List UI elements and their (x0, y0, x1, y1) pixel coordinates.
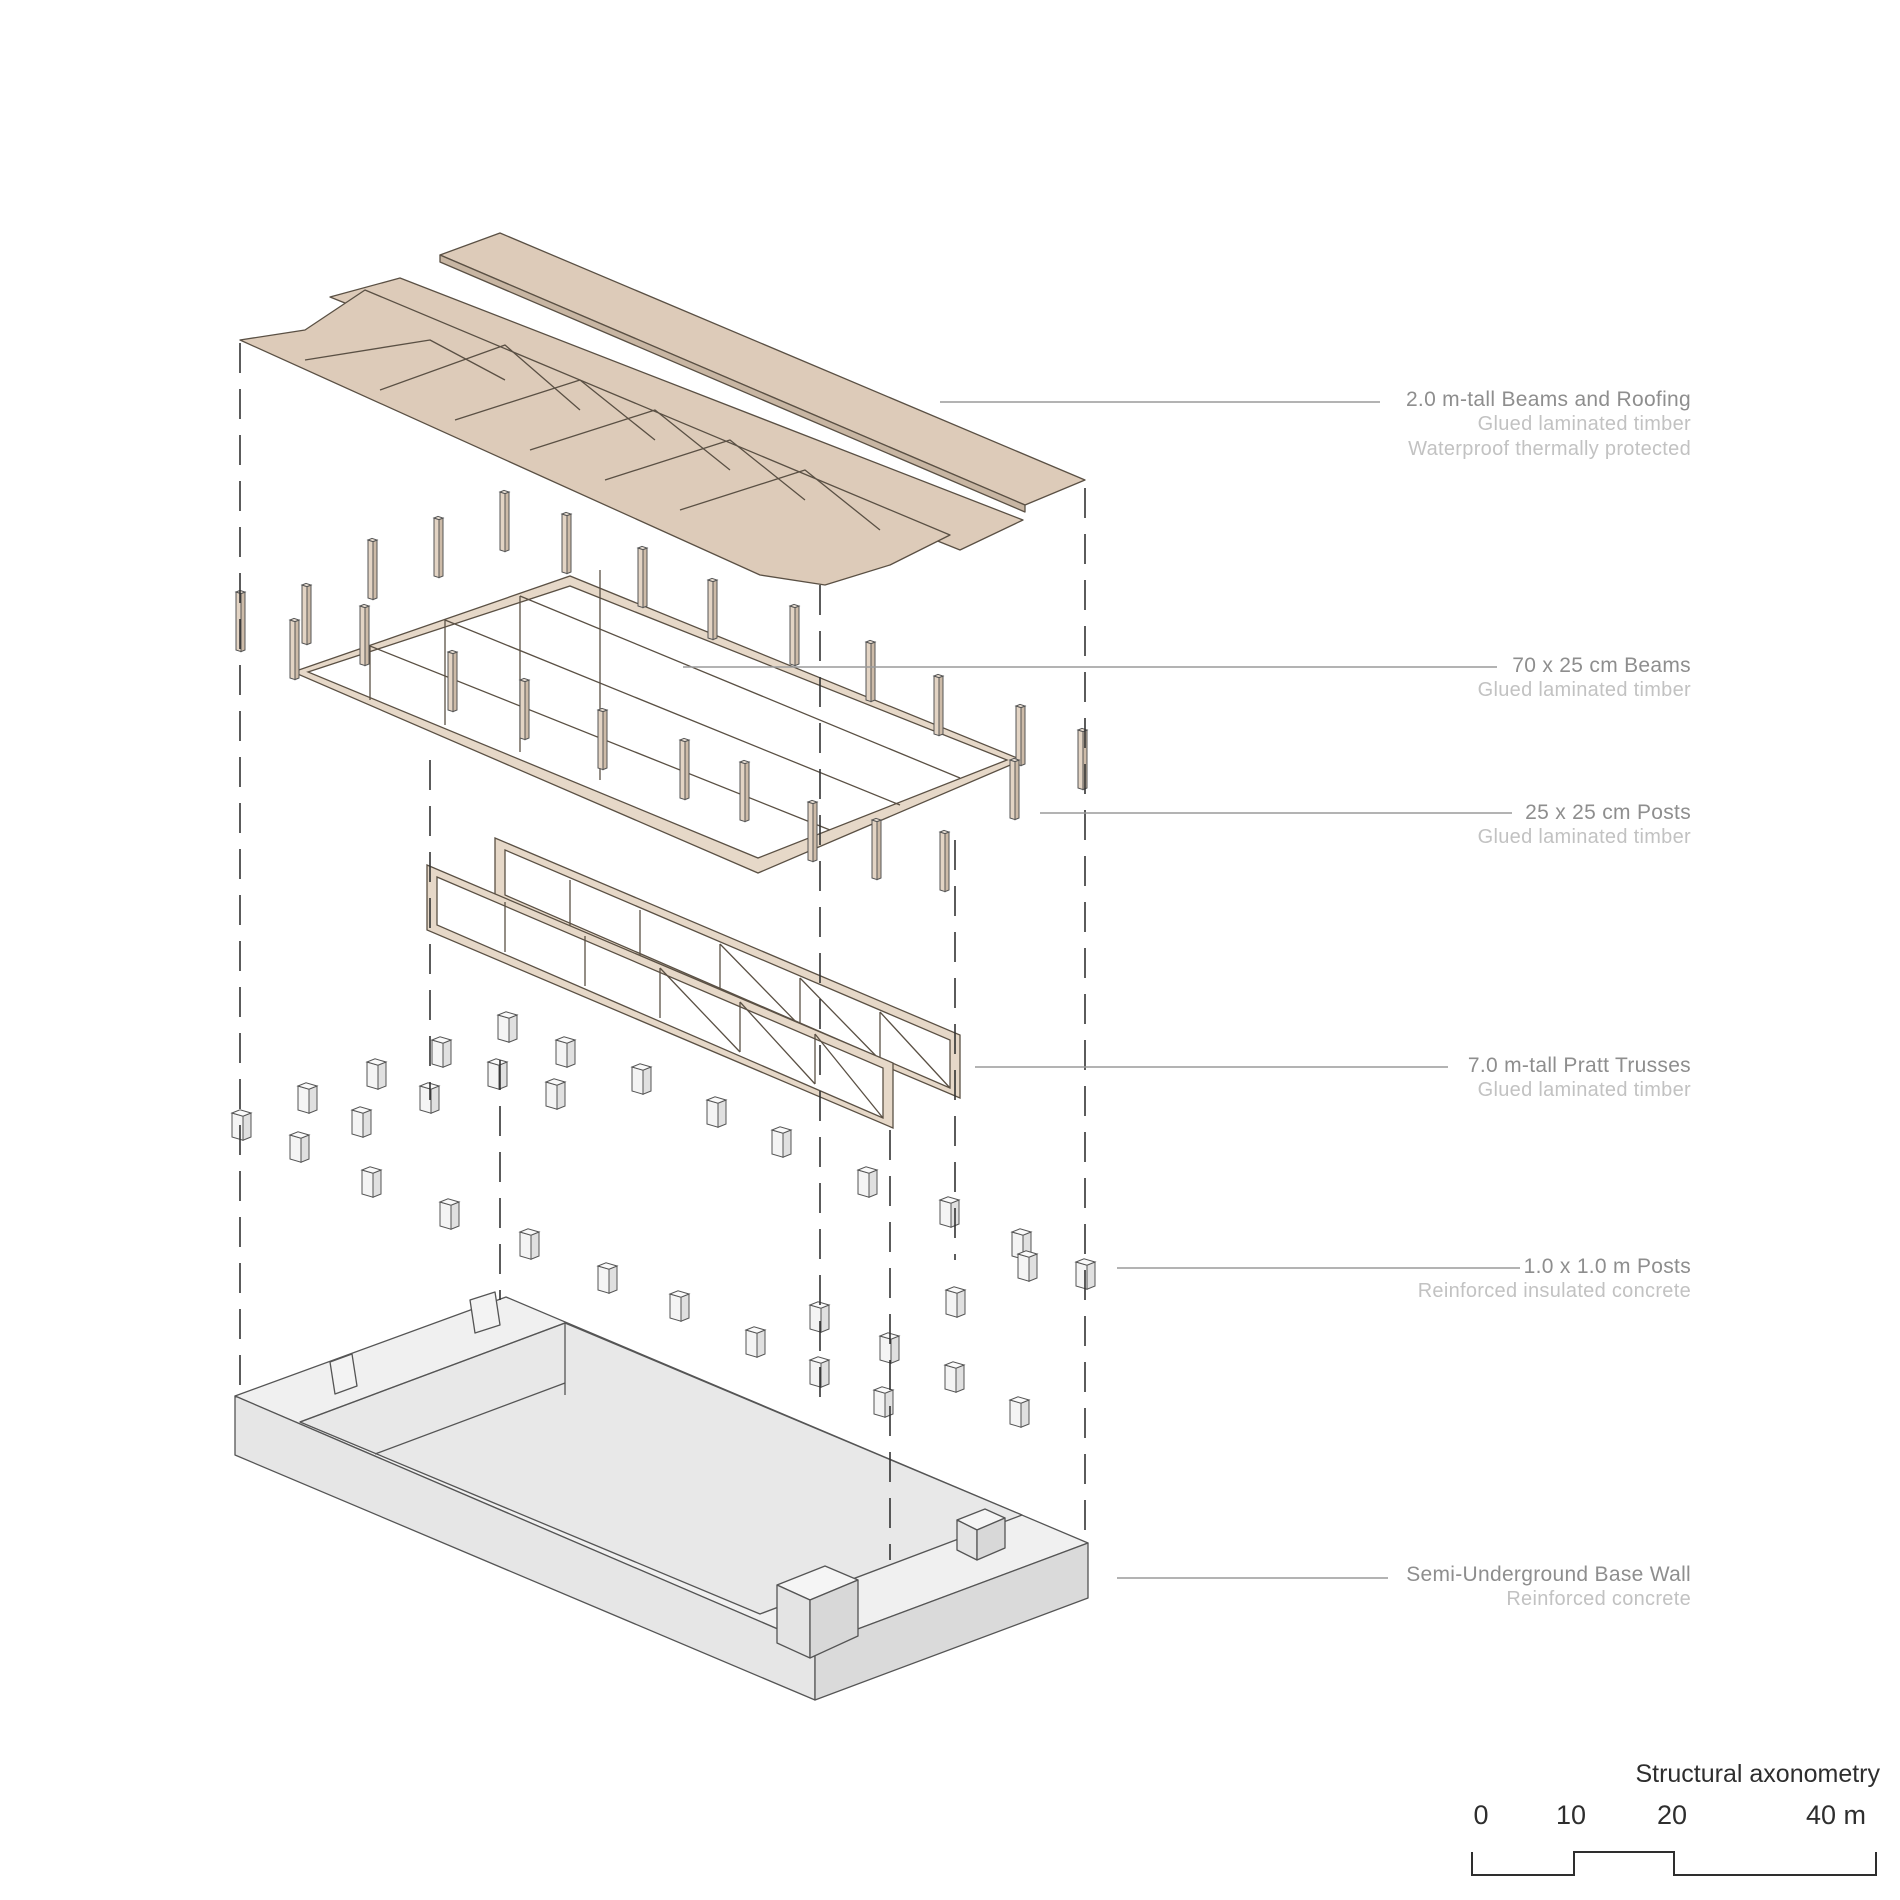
callout-title: 1.0 x 1.0 m Posts (1523, 1255, 1691, 1278)
timber-post (864, 639, 877, 703)
concrete-post (296, 1082, 319, 1114)
roof-panel-folded (239, 289, 951, 586)
timber-post (288, 617, 301, 681)
concrete-post (430, 1036, 453, 1068)
base-wall-right-face (814, 1542, 1089, 1701)
concrete-posts (230, 1011, 1097, 1428)
concrete-post (360, 1166, 383, 1198)
base-core-small-side (976, 1517, 1006, 1561)
callout-title: Semi-Underground Base Wall (1406, 1563, 1691, 1586)
base-corner-block-back (469, 1291, 501, 1334)
callout-base-wall: Semi-Underground Base Wall Reinforced co… (1406, 1562, 1691, 1612)
callout-line: Glued laminated timber (1477, 413, 1691, 435)
timber-post (300, 582, 313, 646)
timber-post (738, 759, 751, 823)
scale-tick-label: 20 (1656, 1800, 1688, 1830)
timber-post (706, 577, 719, 641)
concrete-post (544, 1078, 567, 1110)
roof-beam-2m-face (439, 254, 1026, 513)
timber-post (1076, 727, 1089, 791)
concrete-post (630, 1063, 653, 1095)
callout-title: 2.0 m-tall Beams and Roofing (1405, 388, 1691, 411)
base-wall-inner-edge (299, 1322, 566, 1423)
callout-title: 25 x 25 cm Posts (1525, 801, 1691, 824)
concrete-post (288, 1131, 311, 1163)
timber-post (518, 677, 531, 741)
callout-line: Reinforced insulated concrete (1417, 1280, 1691, 1302)
timber-post (358, 603, 371, 667)
timber-post (938, 829, 951, 893)
concrete-post (808, 1356, 831, 1388)
concrete-post (770, 1126, 793, 1158)
concrete-post (554, 1036, 577, 1068)
timber-post (366, 537, 379, 601)
pratt-truss-back (494, 837, 961, 1099)
timber-posts (234, 489, 1089, 893)
concrete-post (230, 1109, 253, 1141)
callout-beams: 70 x 25 cm Beams Glued laminated timber (1478, 653, 1691, 703)
scale-tick-label: 40 m (1805, 1800, 1867, 1830)
concrete-post (943, 1361, 966, 1393)
concrete-post (668, 1290, 691, 1322)
base-core-large-side (809, 1579, 859, 1659)
callout-line: Glued laminated timber (1477, 1079, 1691, 1101)
timber-post (636, 545, 649, 609)
timber-post (1014, 703, 1027, 767)
concrete-post (518, 1228, 541, 1260)
concrete-post (856, 1166, 879, 1198)
pratt-truss-front (426, 864, 894, 1129)
scale-caption: Structural axonometry (1635, 1760, 1880, 1788)
callout-title: 7.0 m-tall Pratt Trusses (1467, 1054, 1691, 1077)
timber-post (870, 817, 883, 881)
scale-tick-label: 0 (1473, 1800, 1489, 1830)
callout-line: Reinforced concrete (1506, 1588, 1691, 1610)
scale-bar (1471, 1851, 1877, 1876)
callout-line: Waterproof thermally protected (1408, 438, 1691, 460)
leaders (683, 401, 1520, 1579)
scale-tick-label: 10 (1555, 1800, 1587, 1830)
concrete-post (496, 1011, 519, 1043)
timber-post (678, 737, 691, 801)
callout-roofing: 2.0 m-tall Beams and Roofing Glued lamin… (1406, 387, 1691, 462)
pratt-trusses (426, 837, 961, 1129)
timber-post (498, 489, 511, 553)
concrete-post (596, 1262, 619, 1294)
beam-grid (291, 570, 1024, 874)
callout-line: Glued laminated timber (1477, 826, 1691, 848)
concrete-post (744, 1326, 767, 1358)
timber-post (596, 707, 609, 771)
callout-line: Glued laminated timber (1477, 679, 1691, 701)
concrete-post (1008, 1396, 1031, 1428)
timber-post (432, 515, 445, 579)
concrete-post (872, 1386, 895, 1418)
callout-trusses: 7.0 m-tall Pratt Trusses Glued laminated… (1468, 1053, 1691, 1103)
callout-timber-posts: 25 x 25 cm Posts Glued laminated timber (1478, 800, 1691, 850)
callout-concrete-posts: 1.0 x 1.0 m Posts Reinforced insulated c… (1418, 1254, 1691, 1304)
concrete-post (1016, 1250, 1039, 1282)
timber-post (806, 799, 819, 863)
concrete-post (944, 1286, 967, 1318)
concrete-post (418, 1082, 441, 1114)
roofing (239, 232, 1086, 586)
concrete-post (705, 1096, 728, 1128)
dashed-guides (239, 343, 1086, 1560)
concrete-post (350, 1106, 373, 1138)
timber-post (446, 649, 459, 713)
concrete-post (938, 1196, 961, 1228)
timber-post (932, 673, 945, 737)
base-wall (234, 1291, 1089, 1701)
concrete-post (365, 1058, 388, 1090)
concrete-post (438, 1198, 461, 1230)
timber-post (788, 603, 801, 667)
timber-post (1008, 757, 1021, 821)
concrete-post (486, 1058, 509, 1090)
base-corner-block-left (329, 1353, 358, 1395)
timber-post (560, 511, 573, 575)
beam-grid-opening (306, 585, 1009, 859)
callout-title: 70 x 25 cm Beams (1512, 654, 1691, 677)
base-wall-inner-line (374, 1382, 566, 1455)
